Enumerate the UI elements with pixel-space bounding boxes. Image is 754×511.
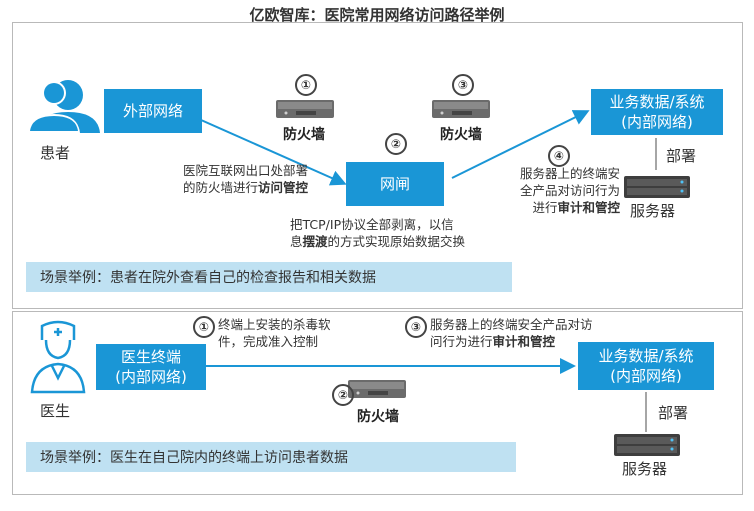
server-label: 服务器	[630, 202, 676, 220]
firewall-label: 防火墙	[283, 127, 325, 143]
step-number-badge: ①	[295, 74, 317, 96]
step-number-badge: ①	[193, 316, 215, 338]
diagram-title: 亿欧智库：医院常用网络访问路径举例	[0, 4, 754, 25]
patient-icon	[28, 80, 100, 133]
firewall-device-icon	[348, 380, 406, 398]
step-number-badge: ②	[332, 384, 354, 406]
step-number-badge: ③	[405, 316, 427, 338]
patient-label: 患者	[40, 144, 71, 162]
firewall-device-icon	[276, 100, 334, 118]
firewall-label: 防火墙	[440, 127, 482, 143]
server-label: 服务器	[622, 460, 668, 478]
gateway-ferry-note: 把TCP/IP协议全部剥离，以信 息摆渡的方式实现原始数据交换	[290, 217, 466, 249]
arrow-gateway-to-business	[451, 110, 590, 179]
bottom-scenario-caption: 场景举例：医生在自己院内的终端上访问患者数据	[26, 442, 516, 472]
doctor-label: 医生	[40, 402, 71, 420]
step-number-badge: ④	[548, 145, 570, 167]
bottom-scenario-panel	[12, 311, 743, 495]
deploy-label: 部署	[658, 404, 689, 422]
top-scenario-caption: 场景举例：患者在院外查看自己的检查报告和相关数据	[26, 262, 512, 292]
step-number-badge: ③	[452, 74, 474, 96]
business-system-box: 业务数据/系统 (内部网络)	[578, 342, 714, 390]
doctor-terminal-box: 医生终端 (内部网络)	[96, 344, 206, 390]
firewall-device-icon	[432, 100, 490, 118]
antivirus-admission-note: 终端上安装的杀毒软 件，完成准入控制	[218, 317, 331, 349]
server-audit-note: 服务器上的终端安全产品对访 问行为进行审计和管控	[430, 317, 593, 349]
business-system-box: 业务数据/系统 (内部网络)	[591, 89, 723, 135]
server-icon	[614, 434, 680, 456]
external-network-box: 外部网络	[104, 89, 202, 133]
server-icon	[624, 176, 690, 198]
deploy-label: 部署	[666, 147, 697, 165]
firewall-access-control-note: 医院互联网出口处部署 的防火墙进行访问管控	[182, 163, 308, 195]
step-number-badge: ②	[385, 133, 407, 155]
arrow-external-to-gateway	[191, 115, 347, 186]
firewall-label: 防火墙	[357, 409, 399, 425]
top-scenario-panel	[12, 22, 743, 309]
doctor-icon	[30, 320, 86, 394]
server-audit-note: 服务器上的终端安 全产品对访问行为 进行审计和管控	[519, 166, 620, 215]
gateway-box: 网闸	[346, 162, 444, 206]
